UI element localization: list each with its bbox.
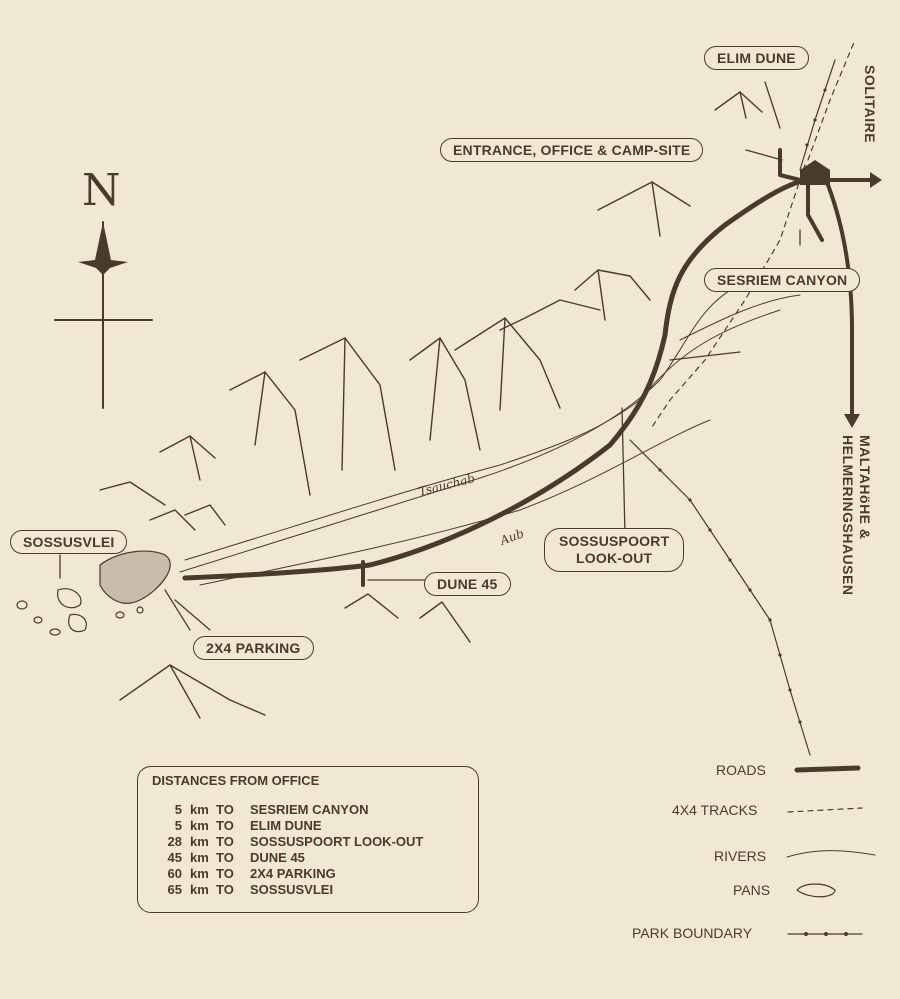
entrance-office-icon — [800, 160, 830, 185]
distance-km: 45 — [167, 850, 182, 865]
distance-place: DUNE 45 — [250, 850, 305, 865]
legend-pans: PANS — [733, 882, 771, 898]
legend-park-boundary: PARK BOUNDARY — [632, 925, 753, 941]
distance-row: 5 km TO SESRIEM CANYON — [152, 802, 464, 818]
distance-km: 65 — [167, 882, 182, 897]
distance-to: TO — [216, 882, 234, 897]
distance-place: SOSSUSVLEI — [250, 882, 334, 897]
distance-row: 65 km TO SOSSUSVLEI — [152, 882, 464, 898]
river-lines — [179, 279, 801, 586]
label-helmeringshausen: HELMERINGSHAUSEN — [840, 435, 856, 596]
road-to-maltahohe — [826, 183, 854, 417]
label-sossusvlei: SOSSUSVLEI — [10, 530, 128, 554]
distance-row: 5 km TO ELIM DUNE — [152, 818, 464, 834]
distance-row: 45 km TO DUNE 45 — [152, 850, 464, 866]
label-entrance-office: ENTRANCE, OFFICE & CAMP-SITE — [440, 138, 704, 162]
distance-place: ELIM DUNE — [250, 818, 322, 833]
distance-km: 5 — [174, 818, 182, 833]
distance-unit: km — [190, 802, 209, 817]
distance-unit: km — [190, 818, 209, 833]
boundary-ticks — [658, 88, 848, 936]
main-road — [182, 177, 808, 581]
4x4-track-lines — [184, 39, 856, 579]
distance-to: TO — [216, 866, 234, 881]
north-label: N — [82, 165, 121, 216]
distances-title: DISTANCES FROM OFFICE — [152, 773, 320, 788]
label-sesriem-canyon: SESRIEM CANYON — [704, 268, 861, 292]
leader-lines — [59, 81, 801, 631]
road-to-canyon — [806, 178, 824, 242]
sossusvlei-pan-fill — [100, 551, 171, 604]
distance-place: 2X4 PARKING — [250, 866, 336, 881]
label-solitaire: SOLITAIRE — [862, 65, 878, 144]
label-sossuspoort-line1: SOSSUSPOORT — [559, 533, 670, 549]
park-boundary-line — [629, 59, 836, 756]
distance-to: TO — [216, 850, 234, 865]
label-2x4-parking: 2X4 PARKING — [193, 636, 314, 660]
north-arrow-head — [78, 222, 128, 275]
legend-4x4-tracks: 4X4 TRACKS — [672, 802, 758, 818]
distance-unit: km — [190, 866, 209, 881]
label-maltahohe: MALTAHöHE & — [857, 435, 873, 540]
distance-to: TO — [216, 802, 234, 817]
distance-place: SOSSUSPOORT LOOK-OUT — [250, 834, 424, 849]
label-sossuspoort: SOSSUSPOORT LOOK-OUT — [544, 528, 685, 572]
label-sossuspoort-line2: LOOK-OUT — [576, 550, 653, 566]
distance-km: 60 — [167, 866, 182, 881]
legend-roads: ROADS — [716, 762, 766, 778]
distance-unit: km — [190, 850, 209, 865]
distance-unit: km — [190, 834, 209, 849]
distance-unit: km — [190, 882, 209, 897]
distance-km: 28 — [167, 834, 182, 849]
label-dune-45: DUNE 45 — [424, 572, 511, 596]
solitaire-arrowhead — [870, 172, 882, 188]
distance-row: 60 km TO 2X4 PARKING — [152, 866, 464, 882]
label-elim-dune: ELIM DUNE — [704, 46, 809, 70]
distance-row: 28 km TO SOSSUSPOORT LOOK-OUT — [152, 834, 464, 850]
elim-spur — [778, 148, 802, 182]
dune-ridges — [99, 91, 763, 719]
distance-to: TO — [216, 818, 234, 833]
legend-symbols — [786, 765, 876, 935]
distance-to: TO — [216, 834, 234, 849]
legend-rivers: RIVERS — [714, 848, 767, 864]
distance-place: SESRIEM CANYON — [250, 802, 369, 817]
sossusvlei-pans — [16, 550, 191, 636]
distance-km: 5 — [174, 802, 182, 817]
maltahohe-arrowhead — [844, 414, 860, 428]
distances-box: DISTANCES FROM OFFICE 5 km TO SESRIEM CA… — [137, 766, 479, 913]
